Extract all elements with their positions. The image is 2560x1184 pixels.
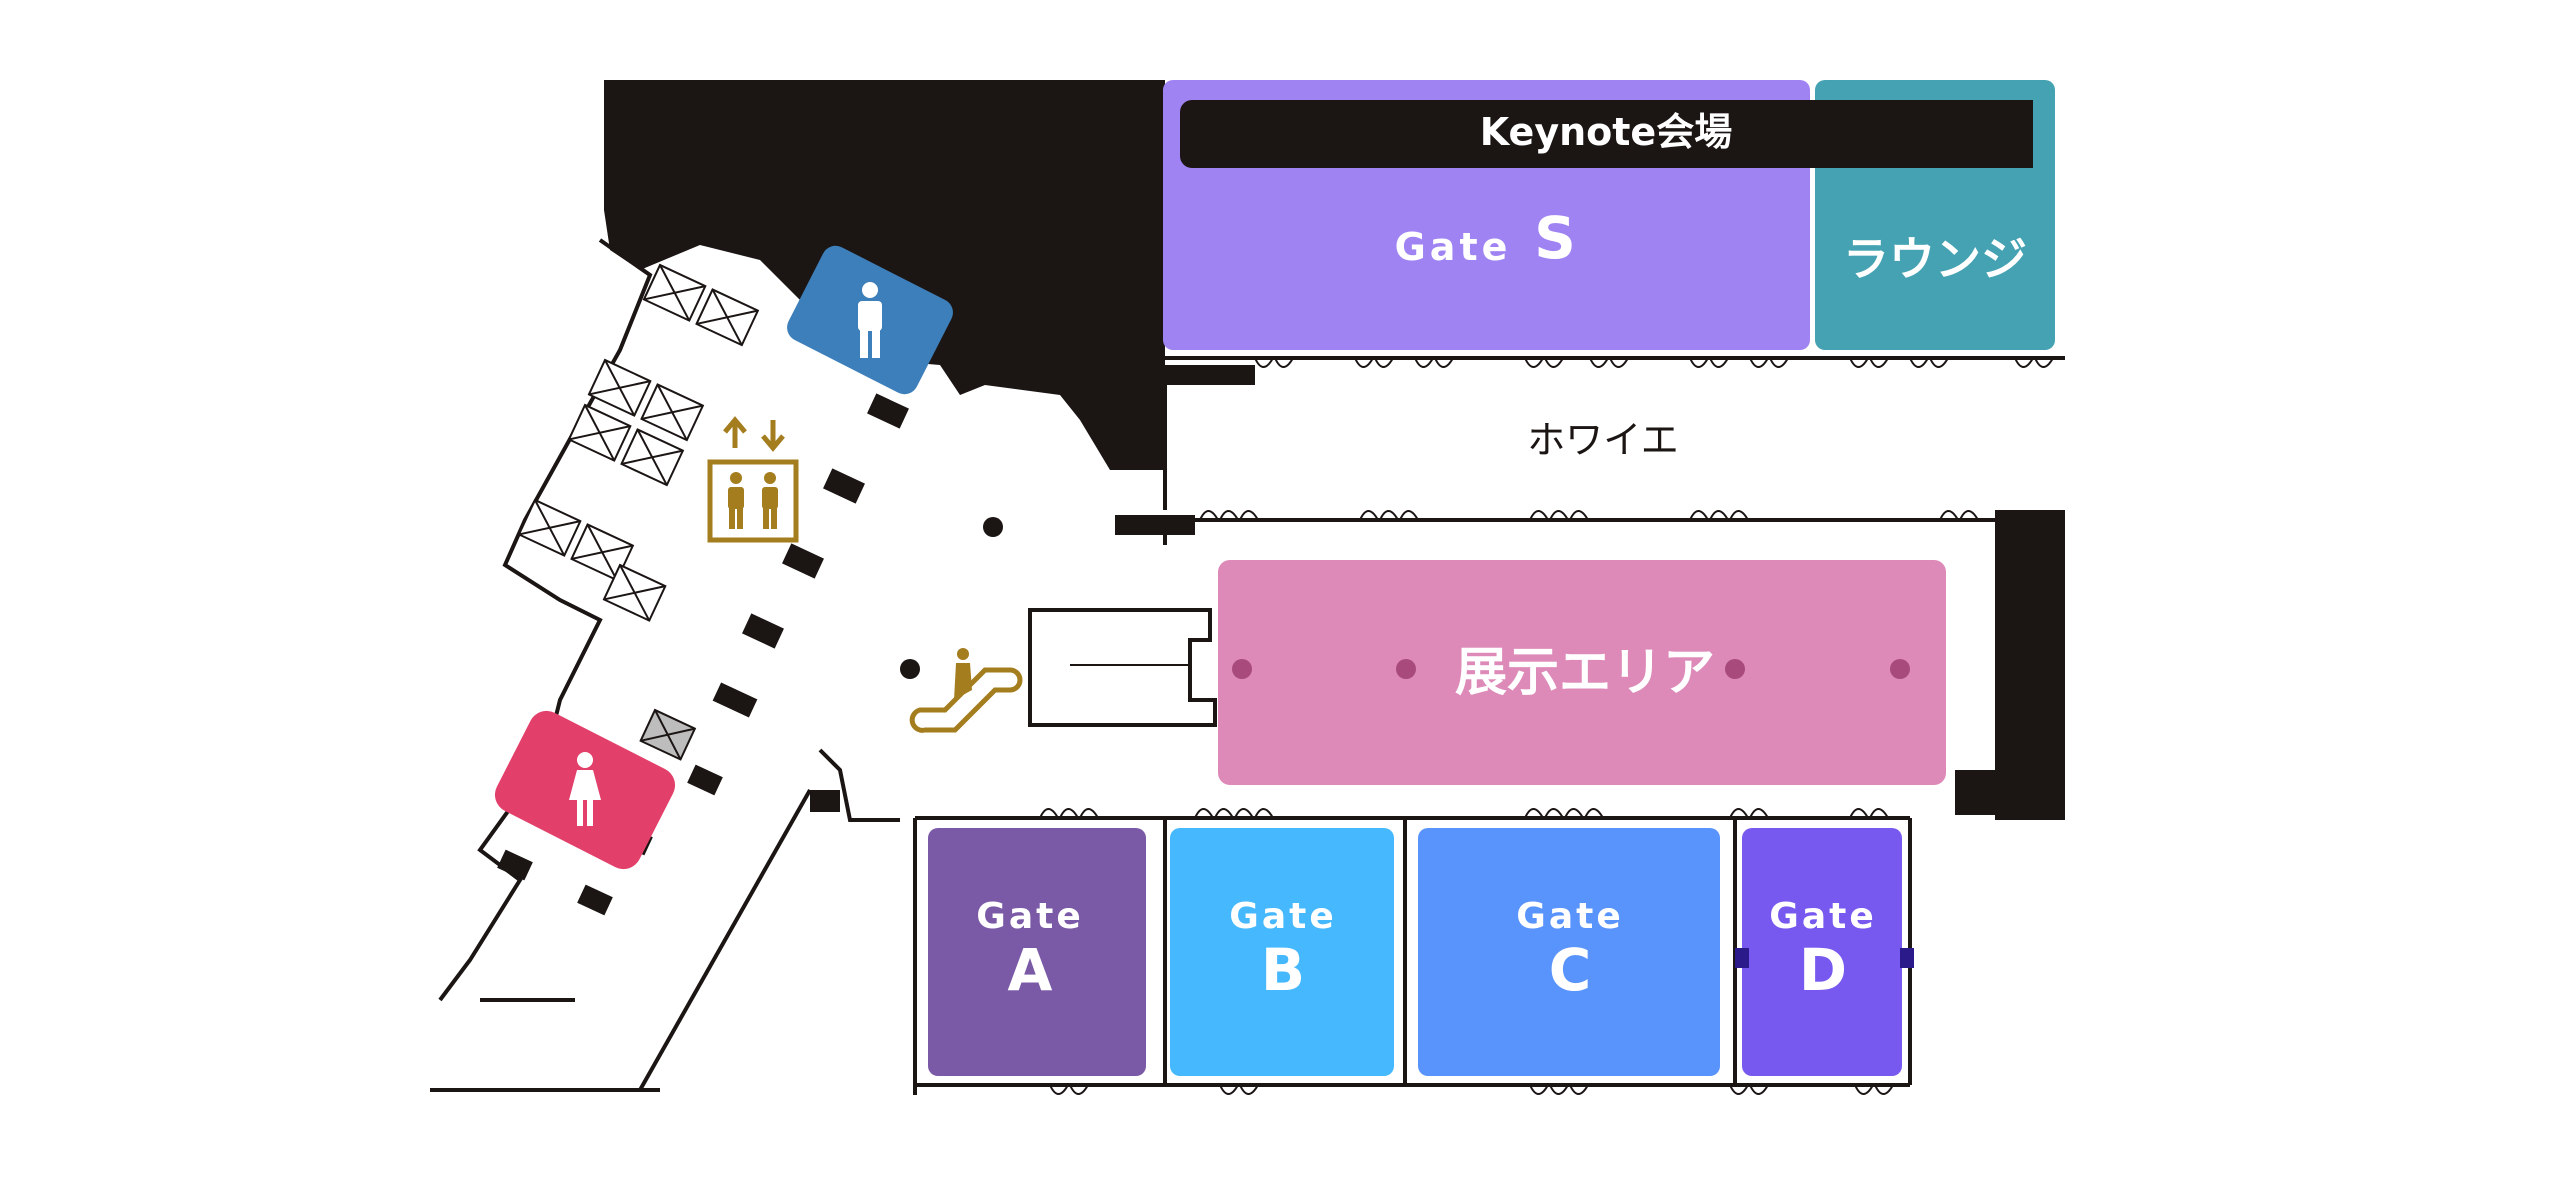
exhibition-label: 展示エリア — [1455, 643, 1715, 703]
gate-d-letter: D — [1799, 936, 1847, 1004]
gate-d-room[interactable] — [1742, 828, 1902, 1076]
doors — [1039, 357, 2054, 1095]
gate-s-letter: S — [1534, 204, 1576, 272]
pillar — [900, 659, 920, 679]
core-block — [604, 80, 1255, 470]
walls — [430, 80, 2065, 1095]
stairwell — [1028, 608, 1217, 727]
pillar — [983, 517, 1003, 537]
east-wall — [1995, 510, 2065, 820]
gate-b-word: Gate — [1229, 896, 1336, 937]
exhibition-pillars — [1232, 659, 1910, 679]
foyer-label: ホワイエ — [1527, 418, 1679, 462]
exhibition-area[interactable] — [1218, 560, 1946, 785]
gate-a-letter: A — [1008, 936, 1053, 1004]
gate-b-room[interactable] — [1170, 828, 1394, 1076]
gate-d-word: Gate — [1769, 896, 1876, 937]
gate-s-word: Gate — [1395, 225, 1512, 269]
male-restroom[interactable] — [782, 241, 958, 399]
gate-c-word: Gate — [1516, 896, 1623, 937]
elevator-icon — [707, 416, 799, 543]
elevator-shafts — [517, 263, 760, 761]
female-restroom[interactable] — [489, 705, 682, 876]
gate-b-letter: B — [1261, 936, 1305, 1004]
lounge-label: ラウンジ — [1843, 232, 2027, 286]
gate-a-word: Gate — [976, 896, 1083, 937]
male-restroom-icon — [858, 282, 882, 358]
gate-c-room[interactable] — [1418, 828, 1720, 1076]
keynote-banner-label: Keynote会場 — [1480, 110, 1732, 154]
gate-a-room[interactable] — [928, 828, 1146, 1076]
gate-c-letter: C — [1549, 936, 1592, 1004]
escalator-icon — [909, 648, 1023, 733]
female-restroom-icon — [569, 752, 601, 826]
